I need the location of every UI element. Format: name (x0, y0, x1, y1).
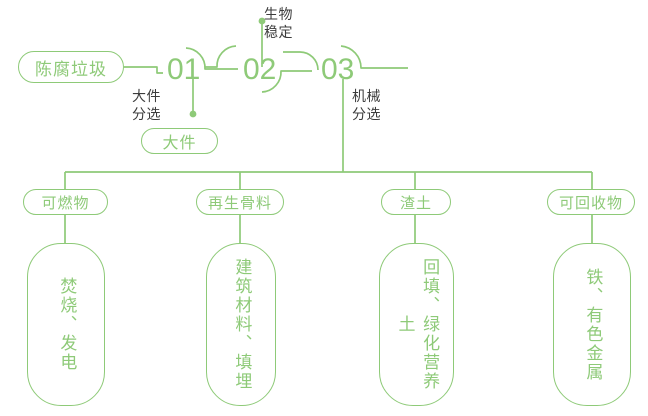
outcome-label-2: 回填、绿化营养土 (395, 258, 440, 391)
outcome-box-3[interactable]: 铁、有色金属 (553, 243, 631, 406)
stage-number-02: 02 (243, 53, 277, 86)
outcome-label-1: 建筑材料、填埋 (232, 258, 252, 391)
category-pill-0[interactable]: 可燃物 (23, 189, 108, 215)
stage-number-01: 01 (167, 53, 201, 86)
category-label-3: 可回收物 (558, 194, 623, 212)
dot-bulky-sorting (189, 110, 197, 118)
category-pill-1[interactable]: 再生骨料 (196, 189, 284, 215)
annotation-bulky-sorting: 大件 分选 (132, 88, 161, 122)
category-label-1: 再生骨料 (207, 194, 272, 212)
arc-02-topleft (205, 45, 237, 68)
outcome-box-1[interactable]: 建筑材料、填埋 (206, 243, 276, 406)
stage-number-03: 03 (321, 53, 355, 86)
annotation-mechanical-sorting: 机械 分选 (352, 88, 381, 122)
start-node[interactable]: 陈腐垃圾 (18, 51, 124, 83)
category-label-2: 渣土 (399, 194, 432, 212)
arc-03-left (283, 51, 319, 71)
outcome-box-0[interactable]: 焚烧、发电 (27, 243, 105, 406)
outcome-label-3: 铁、有色金属 (583, 267, 603, 382)
output-node-bulky-label: 大件 (162, 135, 197, 152)
wire-start-to-01 (124, 66, 163, 74)
outcome-box-2[interactable]: 回填、绿化营养土 (379, 243, 454, 406)
category-pill-2[interactable]: 渣土 (381, 189, 451, 215)
category-pill-3[interactable]: 可回收物 (547, 189, 635, 215)
category-label-0: 可燃物 (41, 194, 90, 212)
annotation-bio-stabilisation: 生物 稳定 (264, 6, 293, 40)
outcome-label-0: 焚烧、发电 (57, 277, 77, 372)
start-node-label: 陈腐垃圾 (35, 59, 107, 79)
output-node-bulky[interactable]: 大件 (141, 128, 218, 154)
